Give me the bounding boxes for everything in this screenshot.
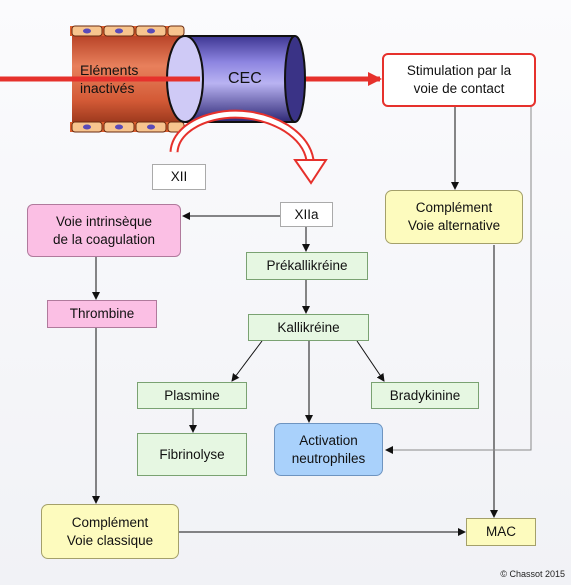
node-bradykinine: Bradykinine	[371, 382, 479, 409]
node-complement-classique: Complément Voie classique	[41, 504, 179, 559]
node-mac: MAC	[466, 518, 536, 546]
arrow-kallikreine-to-bradykinine	[356, 340, 385, 382]
arrow-stimulation-to-activation	[385, 94, 532, 454]
elements-inactives-label: Eléments inactivés	[80, 62, 139, 96]
node-prekallikreine: Prékallikréine	[246, 252, 368, 280]
node-xiia: XIIa	[280, 202, 333, 227]
node-complement-alternative: Complément Voie alternative	[385, 190, 523, 244]
node-activation-neutrophiles: Activation neutrophiles	[274, 423, 383, 476]
node-voie-intrinseque: Voie intrinsèque de la coagulation	[27, 204, 181, 257]
node-xii: XII	[152, 164, 206, 190]
cec-label: CEC	[228, 70, 262, 87]
node-thrombine: Thrombine	[47, 300, 157, 328]
node-fibrinolyse: Fibrinolyse	[137, 433, 247, 476]
node-stimulation: Stimulation par la voie de contact	[382, 53, 536, 107]
credit-text: © Chassot 2015	[500, 569, 565, 579]
arrow-kallikreine-to-plasmine	[231, 340, 263, 382]
node-kallikreine: Kallikréine	[248, 314, 369, 341]
activation-curved-arrow	[169, 109, 328, 185]
node-plasmine: Plasmine	[137, 382, 247, 409]
